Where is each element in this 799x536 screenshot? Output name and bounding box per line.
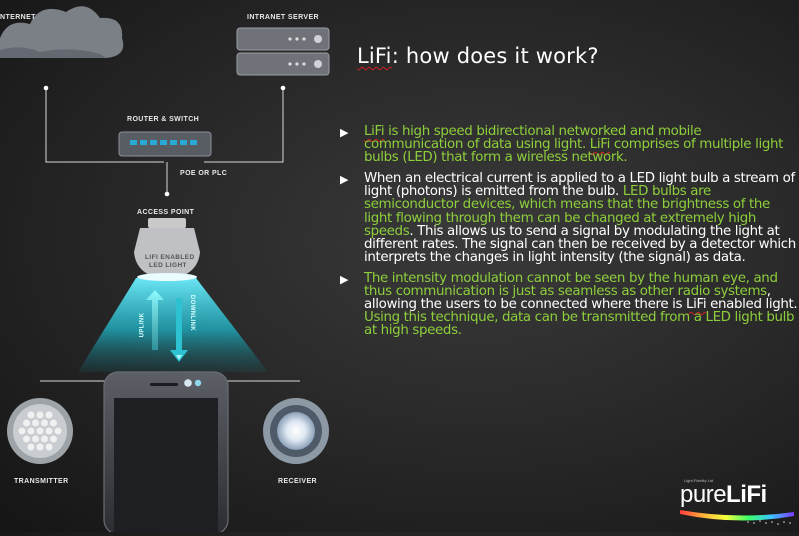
purelifi-logo: Light Fidelity Ltd pureLiFi xyxy=(678,476,796,528)
logo-word-pure: pure xyxy=(680,481,727,508)
receiver-icon xyxy=(263,398,329,464)
bullet-item: ▶ When an electrical current is applied t… xyxy=(338,172,798,264)
bullet-item: ▶ The intensity modulation cannot be seen… xyxy=(338,270,798,339)
lifi-diagram: NTERNET INTRANET SERVER ROUTER & SWITCH … xyxy=(0,0,340,535)
light-beam xyxy=(78,278,268,372)
logo-wordmark: pureLiFi xyxy=(680,481,767,509)
bullet-arrow-icon: ▶ xyxy=(340,173,349,187)
bullet-arrow-icon: ▶ xyxy=(340,272,349,286)
bulb-label-line2: LED LIGHT xyxy=(149,262,187,269)
logo-word-lifi: LiFi xyxy=(726,481,767,508)
transmitter-label: TRANSMITTER xyxy=(14,478,69,485)
downlink-arrow-icon xyxy=(170,298,188,362)
downlink-label: DOWNLINK xyxy=(189,294,196,332)
smartphone-icon xyxy=(103,371,229,535)
bulb-label-line1: LIFI ENABLED xyxy=(145,254,195,261)
bullet-text-segment: LiFi xyxy=(589,137,611,153)
bullet-item: ▶ LiFi is high speed bidirectional networ… xyxy=(338,124,798,166)
bullet-text-segment: LED bulbs are semiconductor devices, whi… xyxy=(364,184,770,239)
bullet-text-segment: Using this technique, data can be transm… xyxy=(364,310,795,339)
bullet-list: ▶ LiFi is high speed bidirectional networ… xyxy=(338,125,798,345)
server-icon xyxy=(236,27,330,76)
bullet-text-segment: comprises of multiple light bulbs (LED) … xyxy=(364,137,784,166)
bullet-arrow-icon: ▶ xyxy=(340,126,349,139)
spectrum-swoosh-icon xyxy=(680,510,794,525)
slide-title-lifi: LiFi xyxy=(357,44,392,68)
poe-plc-label: POE OR PLC xyxy=(180,170,228,177)
router-switch-label: ROUTER & SWITCH xyxy=(127,116,200,123)
bullet-text-segment: is high speed bidirectional networked an… xyxy=(364,124,702,153)
internet-label: NTERNET xyxy=(0,14,36,21)
uplink-arrow-icon xyxy=(146,290,164,350)
bullet-text-segment: LiFi xyxy=(364,124,385,139)
receiver-label: RECEIVER xyxy=(278,478,317,485)
bullet-text-segment: , allowing the users to be connected whe… xyxy=(364,284,771,313)
logo-tagline: Light Fidelity Ltd xyxy=(684,478,714,483)
bullet-text-segment: When an electrical current is applied to… xyxy=(364,171,795,200)
bullet-text-segment: LiFi xyxy=(686,297,707,313)
router-icon xyxy=(118,131,212,157)
bullet-text-segment: . This allows us to send a signal by mod… xyxy=(364,223,796,265)
slide-title: LiFi: how does it work? xyxy=(357,44,599,68)
intranet-server-label: INTRANET SERVER xyxy=(247,14,319,21)
slide-title-rest: : how does it work? xyxy=(391,44,599,68)
bullet-text-segment: enabled light. xyxy=(706,297,798,313)
bullet-text-segment: The intensity modulation cannot be seen … xyxy=(364,270,778,300)
led-bulb-icon xyxy=(134,218,200,281)
diagram-graphic xyxy=(0,6,330,535)
transmitter-icon xyxy=(7,398,73,464)
cloud-icon xyxy=(0,6,124,58)
access-point-label: ACCESS POINT xyxy=(137,209,195,216)
uplink-label: UPLINK xyxy=(139,312,146,338)
